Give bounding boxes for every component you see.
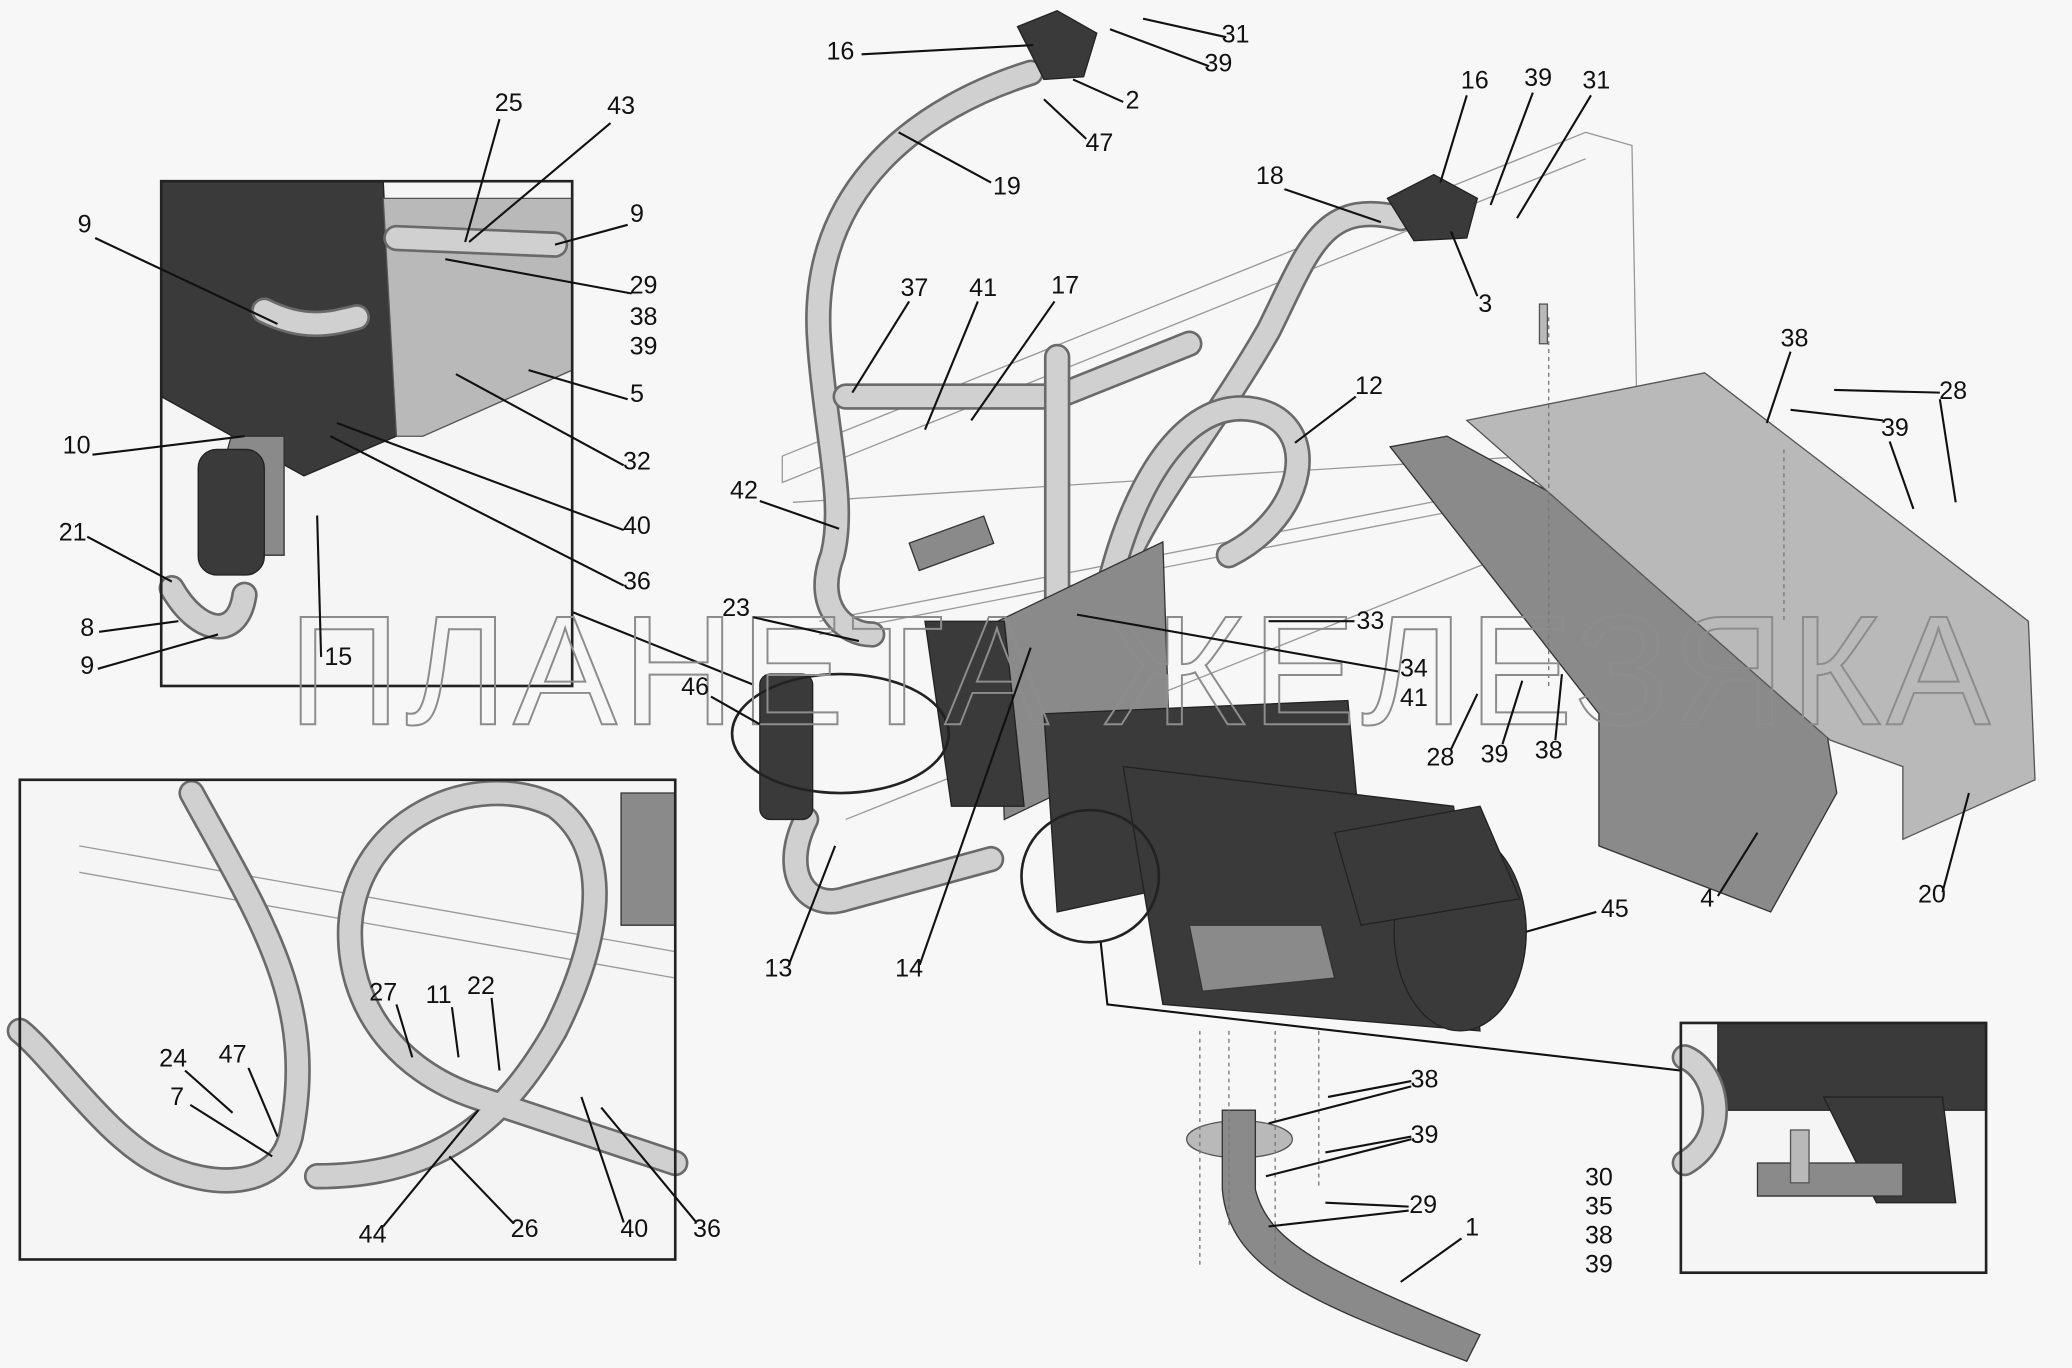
callout: 39	[1881, 414, 1909, 442]
callout: 10	[63, 431, 91, 459]
callout: 37	[900, 274, 928, 302]
callouts-main: 16 2 31 39 47 19 16 39 31 18 3 37 41 17 …	[681, 20, 1967, 1241]
inset-bottom-right	[1671, 1021, 1988, 1275]
callout: 38	[630, 303, 658, 331]
callout: 36	[693, 1215, 721, 1243]
callout: 39	[1411, 1121, 1439, 1149]
callout: 45	[1601, 895, 1629, 923]
callout: 13	[764, 955, 792, 983]
callout: 41	[969, 274, 997, 302]
heater-assembly	[759, 540, 1527, 1032]
callout: 9	[80, 652, 94, 680]
callout: 39	[1585, 1251, 1613, 1279]
callout: 22	[467, 972, 495, 1000]
inset-bottom-left	[6, 778, 689, 1261]
callout: 30	[1585, 1163, 1613, 1191]
callout: 39	[1481, 741, 1509, 769]
callouts-inset-top-left: 25 43 9 29 38 39 9 5 32 40 36 10 21 8 9 …	[59, 89, 658, 680]
callout: 9	[630, 200, 644, 228]
callout: 35	[1585, 1193, 1613, 1221]
callout: 9	[78, 211, 92, 239]
callout: 27	[369, 978, 397, 1006]
callout: 18	[1256, 162, 1284, 190]
callout: 38	[1411, 1066, 1439, 1094]
callout: 11	[426, 981, 452, 1009]
callout: 28	[1939, 377, 1967, 405]
callout: 19	[993, 172, 1021, 200]
callout: 15	[324, 643, 352, 671]
callouts-inset-bottom-left: 27 11 22 24 47 7 44 26 40 36	[159, 972, 721, 1248]
callouts-inset-bottom-right: 30 35 38 39	[1585, 1163, 1613, 1278]
callout: 47	[1085, 129, 1113, 157]
callout: 21	[59, 519, 87, 547]
detail-connector-2	[1099, 942, 1681, 1072]
callout: 2	[1125, 87, 1139, 115]
detail-connector-1	[571, 611, 754, 686]
callout: 43	[607, 92, 635, 120]
inset-top-left	[158, 179, 574, 688]
callout: 5	[630, 380, 644, 408]
callout: 29	[630, 272, 658, 300]
callout: 1	[1465, 1214, 1479, 1242]
callout: 31	[1222, 20, 1250, 48]
detail-circle-1	[730, 672, 951, 795]
callout: 36	[623, 568, 651, 596]
callout: 31	[1582, 67, 1610, 95]
watermark: ПЛАНЕТА ЖЕЛЕЗЯКА	[288, 584, 1996, 758]
callout: 24	[159, 1045, 187, 1073]
callout: 38	[1585, 1222, 1613, 1250]
callout: 17	[1051, 272, 1079, 300]
callout: 39	[1204, 50, 1232, 78]
callout: 39	[630, 332, 658, 360]
exhaust-pipe	[1185, 1030, 1481, 1363]
callout: 29	[1409, 1191, 1437, 1219]
callout: 38	[1535, 737, 1563, 765]
callout: 7	[170, 1083, 184, 1111]
callout: 23	[722, 594, 750, 622]
callout: 33	[1356, 607, 1384, 635]
callout: 16	[826, 38, 854, 66]
callout: 8	[80, 614, 94, 642]
callout: 46	[681, 673, 709, 701]
callout: 4	[1700, 885, 1714, 913]
detail-circle-2	[1020, 808, 1161, 944]
callout: 20	[1918, 881, 1946, 909]
leader-lines	[86, 17, 1970, 1283]
callout: 40	[623, 512, 651, 540]
callout: 14	[895, 955, 923, 983]
callout: 42	[730, 476, 758, 504]
callout: 32	[623, 447, 651, 475]
callout: 34	[1400, 655, 1428, 683]
callout: 26	[511, 1215, 539, 1243]
covers	[1388, 317, 2036, 913]
callout: 47	[219, 1041, 247, 1069]
callout: 25	[495, 89, 523, 117]
callout: 41	[1400, 684, 1428, 712]
callout: 3	[1478, 290, 1492, 318]
callout: 44	[359, 1220, 387, 1248]
callout: 38	[1781, 324, 1809, 352]
fittings	[908, 10, 1549, 572]
callout: 16	[1461, 67, 1489, 95]
callout: 12	[1355, 372, 1383, 400]
callout: 40	[620, 1215, 648, 1243]
callout: 39	[1524, 64, 1552, 92]
callout: 28	[1426, 743, 1454, 771]
